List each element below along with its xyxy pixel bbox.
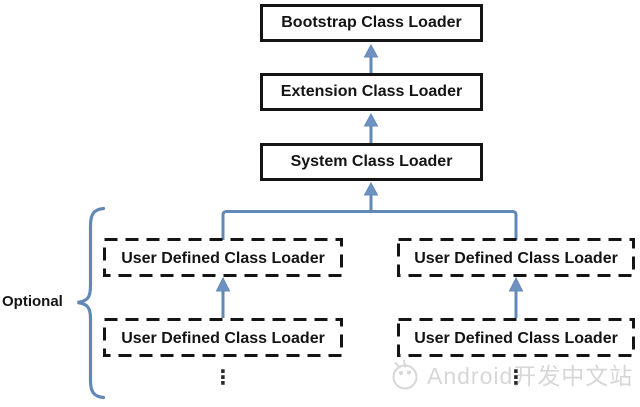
dashed-box-outline-top-right bbox=[397, 238, 635, 277]
user-defined-label: User Defined Class Loader bbox=[121, 329, 325, 347]
optional-brace bbox=[77, 206, 106, 400]
user-defined-label: User Defined Class Loader bbox=[414, 249, 618, 267]
watermark-text: Android开发中文站 bbox=[427, 363, 634, 389]
user-defined-label: User Defined Class Loader bbox=[414, 329, 618, 347]
branch-connector bbox=[221, 210, 518, 240]
user-defined-label: User Defined Class Loader bbox=[121, 249, 325, 267]
ellipsis-right-column: ⋮ bbox=[506, 367, 526, 389]
arrowhead-to-bootstrap bbox=[363, 43, 379, 58]
bootstrap-class-loader-box: Bootstrap Class Loader bbox=[260, 4, 483, 42]
arrowhead-to-system bbox=[363, 181, 379, 196]
arrowhead-right-chain bbox=[508, 276, 524, 292]
android-robot-icon bbox=[392, 359, 418, 390]
dashed-box-outline-bottom-left bbox=[103, 318, 343, 357]
arrowhead-left-chain bbox=[215, 276, 231, 292]
system-class-loader-label: System Class Loader bbox=[290, 153, 453, 170]
system-class-loader-box: System Class Loader bbox=[260, 143, 483, 181]
user-defined-class-loader-box-bottom-left: User Defined Class Loader bbox=[104, 320, 342, 357]
extension-class-loader-box: Extension Class Loader bbox=[260, 73, 483, 111]
optional-label: Optional bbox=[2, 293, 63, 310]
arrowhead-to-extension bbox=[363, 112, 379, 127]
bootstrap-class-loader-label: Bootstrap Class Loader bbox=[281, 14, 462, 31]
user-defined-class-loader-box-top-right: User Defined Class Loader bbox=[398, 240, 634, 277]
ellipsis-left-column: ⋮ bbox=[213, 367, 233, 389]
extension-class-loader-label: Extension Class Loader bbox=[280, 83, 463, 100]
user-defined-class-loader-box-top-left: User Defined Class Loader bbox=[104, 240, 342, 277]
user-defined-class-loader-box-bottom-right: User Defined Class Loader bbox=[398, 320, 634, 357]
dashed-box-outline-bottom-right bbox=[397, 318, 635, 357]
dashed-box-outline-top-left bbox=[103, 238, 343, 277]
watermark: Android开发中文站 bbox=[388, 356, 633, 392]
